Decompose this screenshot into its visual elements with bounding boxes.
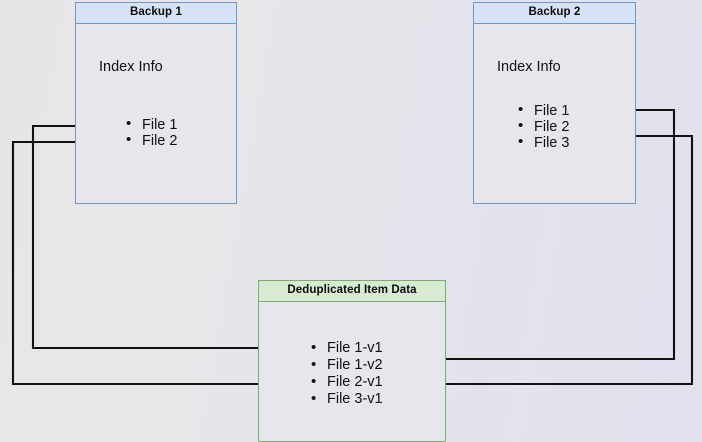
list-item: File 3-v1 xyxy=(311,390,383,408)
deduplicated-item-data-body: File 1-v1 File 1-v2 File 2-v1 File 3-v1 xyxy=(259,302,445,441)
backup-1-file-list: File 1 File 2 xyxy=(126,116,177,149)
connector-backup1-file2-to-file2v1 xyxy=(11,140,301,388)
list-item: File 3 xyxy=(518,134,569,151)
backup-2-file-list: File 1 File 2 File 3 xyxy=(518,102,569,151)
deduplicated-file-list: File 1-v1 File 1-v2 File 2-v1 File 3-v1 xyxy=(311,339,383,408)
connector-backup2-file2-to-file2v1 xyxy=(389,134,694,388)
list-item: File 2-v1 xyxy=(311,373,383,391)
backup-1-index-label: Index Info xyxy=(99,59,163,75)
list-item: File 1 xyxy=(518,102,569,119)
deduplicated-item-data-header: Deduplicated Item Data xyxy=(259,281,445,302)
backup-2-node[interactable]: Backup 2 Index Info File 1 File 2 File 3 xyxy=(473,2,636,204)
list-item: File 2 xyxy=(126,132,177,149)
backup-2-index-label: Index Info xyxy=(497,59,561,75)
deduplicated-item-data-node[interactable]: Deduplicated Item Data File 1-v1 File 1-… xyxy=(258,280,446,442)
backup-2-header: Backup 2 xyxy=(474,3,635,24)
backup-2-body: Index Info File 1 File 2 File 3 xyxy=(474,24,635,203)
list-item: File 1-v2 xyxy=(311,356,383,374)
list-item: File 1 xyxy=(126,116,177,133)
list-item: File 2 xyxy=(518,118,569,135)
backup-1-body: Index Info File 1 File 2 xyxy=(76,24,236,203)
backup-1-header: Backup 1 xyxy=(76,3,236,24)
backup-1-node[interactable]: Backup 1 Index Info File 1 File 2 xyxy=(75,2,237,204)
list-item: File 1-v1 xyxy=(311,339,383,357)
